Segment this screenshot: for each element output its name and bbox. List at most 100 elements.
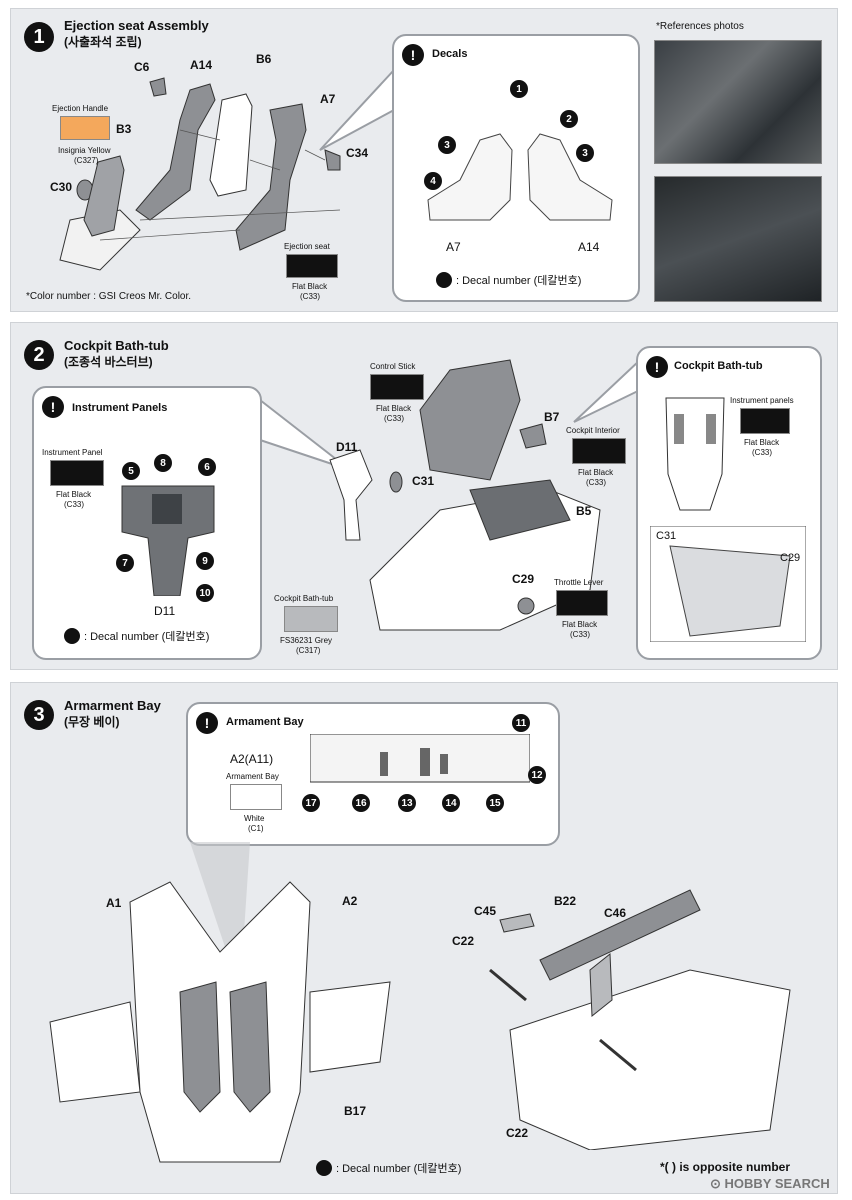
watermark: ⊙ HOBBY SEARCH (710, 1176, 830, 1192)
insignia-yellow-code: (C327) (74, 156, 99, 165)
instrument-panel-label: Instrument Panel (42, 448, 103, 457)
step2-number: 2 (24, 340, 54, 370)
flat-black-code-interior: (C33) (586, 478, 607, 487)
control-stick-label: Control Stick (370, 362, 416, 371)
decal-number-9: 9 (196, 552, 214, 570)
part-c34-label: C34 (346, 146, 369, 160)
armament-exclamation-icon: ! (196, 712, 218, 734)
armament-bay-color-label: Armament Bay (226, 772, 279, 781)
part-a1-label: A1 (106, 896, 122, 910)
flat-black-code-panels: (C33) (752, 448, 773, 457)
step1-title-ko: (사출좌석 조립) (64, 35, 142, 49)
flat-black-name-panels: Flat Black (744, 438, 780, 447)
decal-number-3a: 3 (438, 136, 456, 154)
bathtub-exclamation-icon: ! (646, 356, 668, 378)
instrument-panels-label: Instrument panels (730, 396, 794, 405)
bathtub-top-drawing (665, 397, 725, 511)
bathtub-c29-label: C29 (780, 552, 801, 564)
cockpit-bathtub-drawing (329, 359, 601, 631)
armament-bay-right-drawing (489, 889, 791, 1150)
instrument-exclamation-icon: ! (42, 396, 64, 418)
reference-photo-cockpit (654, 176, 822, 302)
flat-black-name-instrument: Flat Black (56, 490, 92, 499)
decal-number-8: 8 (154, 454, 172, 472)
decal-number-7: 7 (116, 554, 134, 572)
flat-black-swatch-interior (572, 438, 626, 464)
insignia-yellow-name: Insignia Yellow (58, 146, 111, 155)
cockpit-interior-label: Cockpit Interior (566, 426, 620, 435)
flat-black-code-throttle: (C33) (570, 630, 591, 639)
references-title: *References photos (656, 21, 744, 32)
insignia-yellow-swatch (60, 116, 110, 140)
decals-callout (392, 34, 640, 302)
decal-number-2: 2 (560, 110, 578, 128)
decal-number-12: 12 (528, 766, 546, 784)
step3-title-en: Armarment Bay (64, 698, 161, 713)
decal-number-17: 17 (302, 794, 320, 812)
flat-black-swatch-instrument (50, 460, 104, 486)
flat-black-name-stick: Flat Black (376, 404, 412, 413)
instrument-panels-title: Instrument Panels (72, 402, 168, 414)
step3-title-ko: (무장 베이) (64, 715, 120, 729)
watermark-text: HOBBY SEARCH (724, 1176, 830, 1191)
part-b7-label: B7 (544, 410, 560, 424)
decal-number-13: 13 (398, 794, 416, 812)
part-a7-label: A7 (320, 92, 336, 106)
part-b17-label: B17 (344, 1104, 367, 1118)
step2-title: Cockpit Bath-tub (조종석 바스터브) (64, 338, 169, 370)
part-c6-label: C6 (134, 60, 150, 74)
step2-title-ko: (조종석 바스터브) (64, 355, 153, 369)
instrument-legend: : Decal number (데칼번호) (64, 628, 209, 644)
throttle-lever-label: Throttle Lever (554, 578, 604, 587)
bathtub-callout-title: Cockpit Bath-tub (674, 360, 763, 372)
decals-legend-text: : Decal number (데칼번호) (456, 275, 582, 287)
ejection-seat-label: Ejection seat (284, 242, 330, 251)
fs36231-grey-swatch (284, 606, 338, 632)
decals-title: Decals (432, 48, 468, 60)
instrument-legend-text: : Decal number (데칼번호) (84, 631, 210, 643)
decal-dot-icon (64, 628, 80, 644)
part-b22-label: B22 (554, 894, 577, 908)
flat-black-name-interior: Flat Black (578, 468, 614, 477)
color-number-note: *Color number : GSI Creos Mr. Color. (26, 291, 192, 302)
flat-black-swatch-seat (286, 254, 338, 278)
decal-number-1: 1 (510, 80, 528, 98)
fs36231-grey-code: (C317) (296, 646, 321, 655)
flat-black-swatch-panels (740, 408, 790, 434)
part-a2-label: A2 (342, 894, 358, 908)
decal-number-11: 11 (512, 714, 530, 732)
part-d11-label: D11 (336, 440, 358, 454)
bathtub-side-drawing (650, 526, 806, 642)
step1-number: 1 (24, 22, 54, 52)
decal-number-4: 4 (424, 172, 442, 190)
decal-number-10: 10 (196, 584, 214, 602)
reference-photo-pilot (654, 40, 822, 164)
decal-number-15: 15 (486, 794, 504, 812)
fs36231-grey-name: FS36231 Grey (280, 636, 333, 645)
opposite-number-note: *( ) is opposite number (660, 1160, 791, 1174)
step3-title: Armarment Bay (무장 베이) (64, 698, 161, 730)
part-c46-label: C46 (604, 906, 627, 920)
part-c30-label: C30 (50, 180, 73, 194)
step3-number: 3 (24, 700, 54, 730)
decals-a14-label: A14 (578, 240, 600, 254)
step2-title-en: Cockpit Bath-tub (64, 338, 169, 353)
part-c31-label: C31 (412, 474, 435, 488)
flat-black-name-seat: Flat Black (292, 282, 328, 291)
decal-number-14: 14 (442, 794, 460, 812)
part-c45-label: C45 (474, 904, 497, 918)
step3-legend: : Decal number (데칼번호) (316, 1160, 461, 1176)
instrument-d11-label: D11 (154, 604, 176, 618)
bathtub-c31-label: C31 (656, 530, 677, 542)
armament-bay-title: Armament Bay (226, 716, 304, 728)
flat-black-code-instrument: (C33) (64, 500, 85, 509)
armament-a2-label: A2(A11) (230, 752, 274, 766)
armament-bay-panel-drawing (310, 734, 530, 783)
white-code: (C1) (248, 824, 264, 833)
white-swatch (230, 784, 282, 810)
decal-number-3b: 3 (576, 144, 594, 162)
part-b5-label: B5 (576, 504, 592, 518)
step1-title-en: Ejection seat Assembly (64, 18, 209, 33)
instrument-panel-drawing (121, 485, 215, 596)
decals-exclamation-icon: ! (402, 44, 424, 66)
